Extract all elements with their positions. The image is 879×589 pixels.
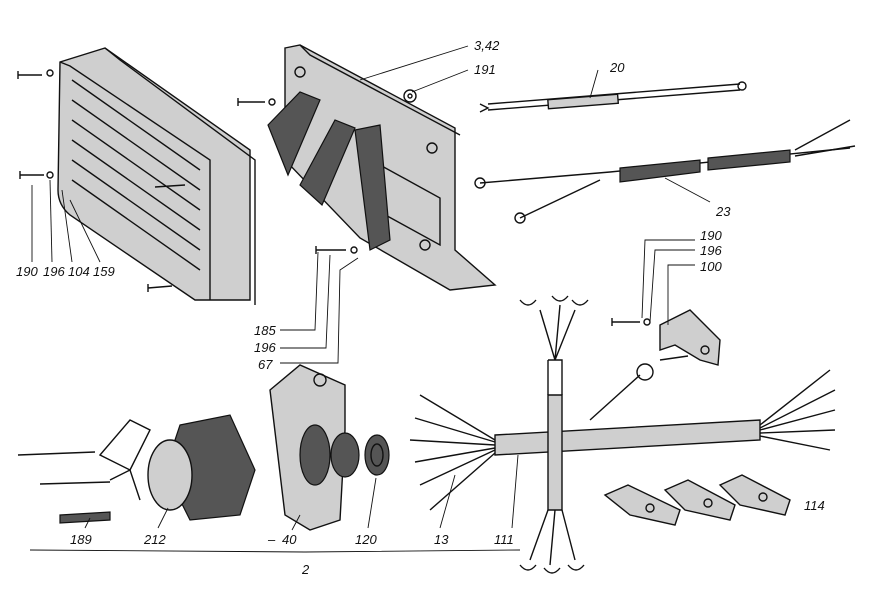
screw-cover-bottom bbox=[147, 284, 173, 292]
terminal-panel bbox=[267, 44, 497, 291]
label-40-dash: – bbox=[267, 532, 276, 547]
label-114: 114 bbox=[804, 498, 825, 513]
label-185: 185 bbox=[254, 323, 276, 338]
wire-23 bbox=[474, 119, 856, 224]
label-13: 13 bbox=[434, 532, 449, 547]
plug-connector-212 bbox=[98, 414, 256, 521]
rubber-ring-120 bbox=[364, 434, 390, 476]
screw-clip bbox=[611, 318, 651, 326]
label-191: 191 bbox=[474, 62, 496, 77]
label-190-cover: 190 bbox=[16, 264, 38, 279]
clips-114 bbox=[603, 474, 791, 526]
socket-base-40 bbox=[269, 364, 360, 531]
label-212: 212 bbox=[143, 532, 166, 547]
label-2: 2 bbox=[301, 562, 310, 577]
screw-cover-left bbox=[19, 171, 54, 179]
screw-panel-top bbox=[237, 98, 276, 106]
screw-panel-bottom bbox=[315, 246, 358, 254]
label-196-panel: 196 bbox=[254, 340, 276, 355]
junction-box-cover bbox=[57, 47, 256, 305]
wiring-harness bbox=[409, 295, 836, 574]
label-196-clip: 196 bbox=[700, 243, 722, 258]
leader-lines bbox=[29, 45, 711, 553]
label-100: 100 bbox=[700, 259, 722, 274]
label-189: 189 bbox=[70, 532, 92, 547]
label-104: 104 bbox=[68, 264, 90, 279]
label-67: 67 bbox=[258, 357, 273, 372]
label-111: 111 bbox=[494, 532, 514, 547]
label-20: 20 bbox=[609, 60, 625, 75]
label-40: 40 bbox=[282, 532, 297, 547]
screws-189 bbox=[17, 451, 111, 524]
nut-191 bbox=[403, 89, 417, 103]
screw-cover-side bbox=[154, 184, 186, 188]
label-120: 120 bbox=[355, 532, 377, 547]
label-3-42: 3,42 bbox=[474, 38, 500, 53]
wire-20 bbox=[479, 81, 747, 113]
label-159: 159 bbox=[93, 264, 115, 279]
label-23: 23 bbox=[715, 204, 731, 219]
label-196-cover: 196 bbox=[43, 264, 65, 279]
screw-cover-top bbox=[17, 69, 54, 79]
clip-100 bbox=[659, 309, 721, 366]
label-190-clip: 190 bbox=[700, 228, 722, 243]
